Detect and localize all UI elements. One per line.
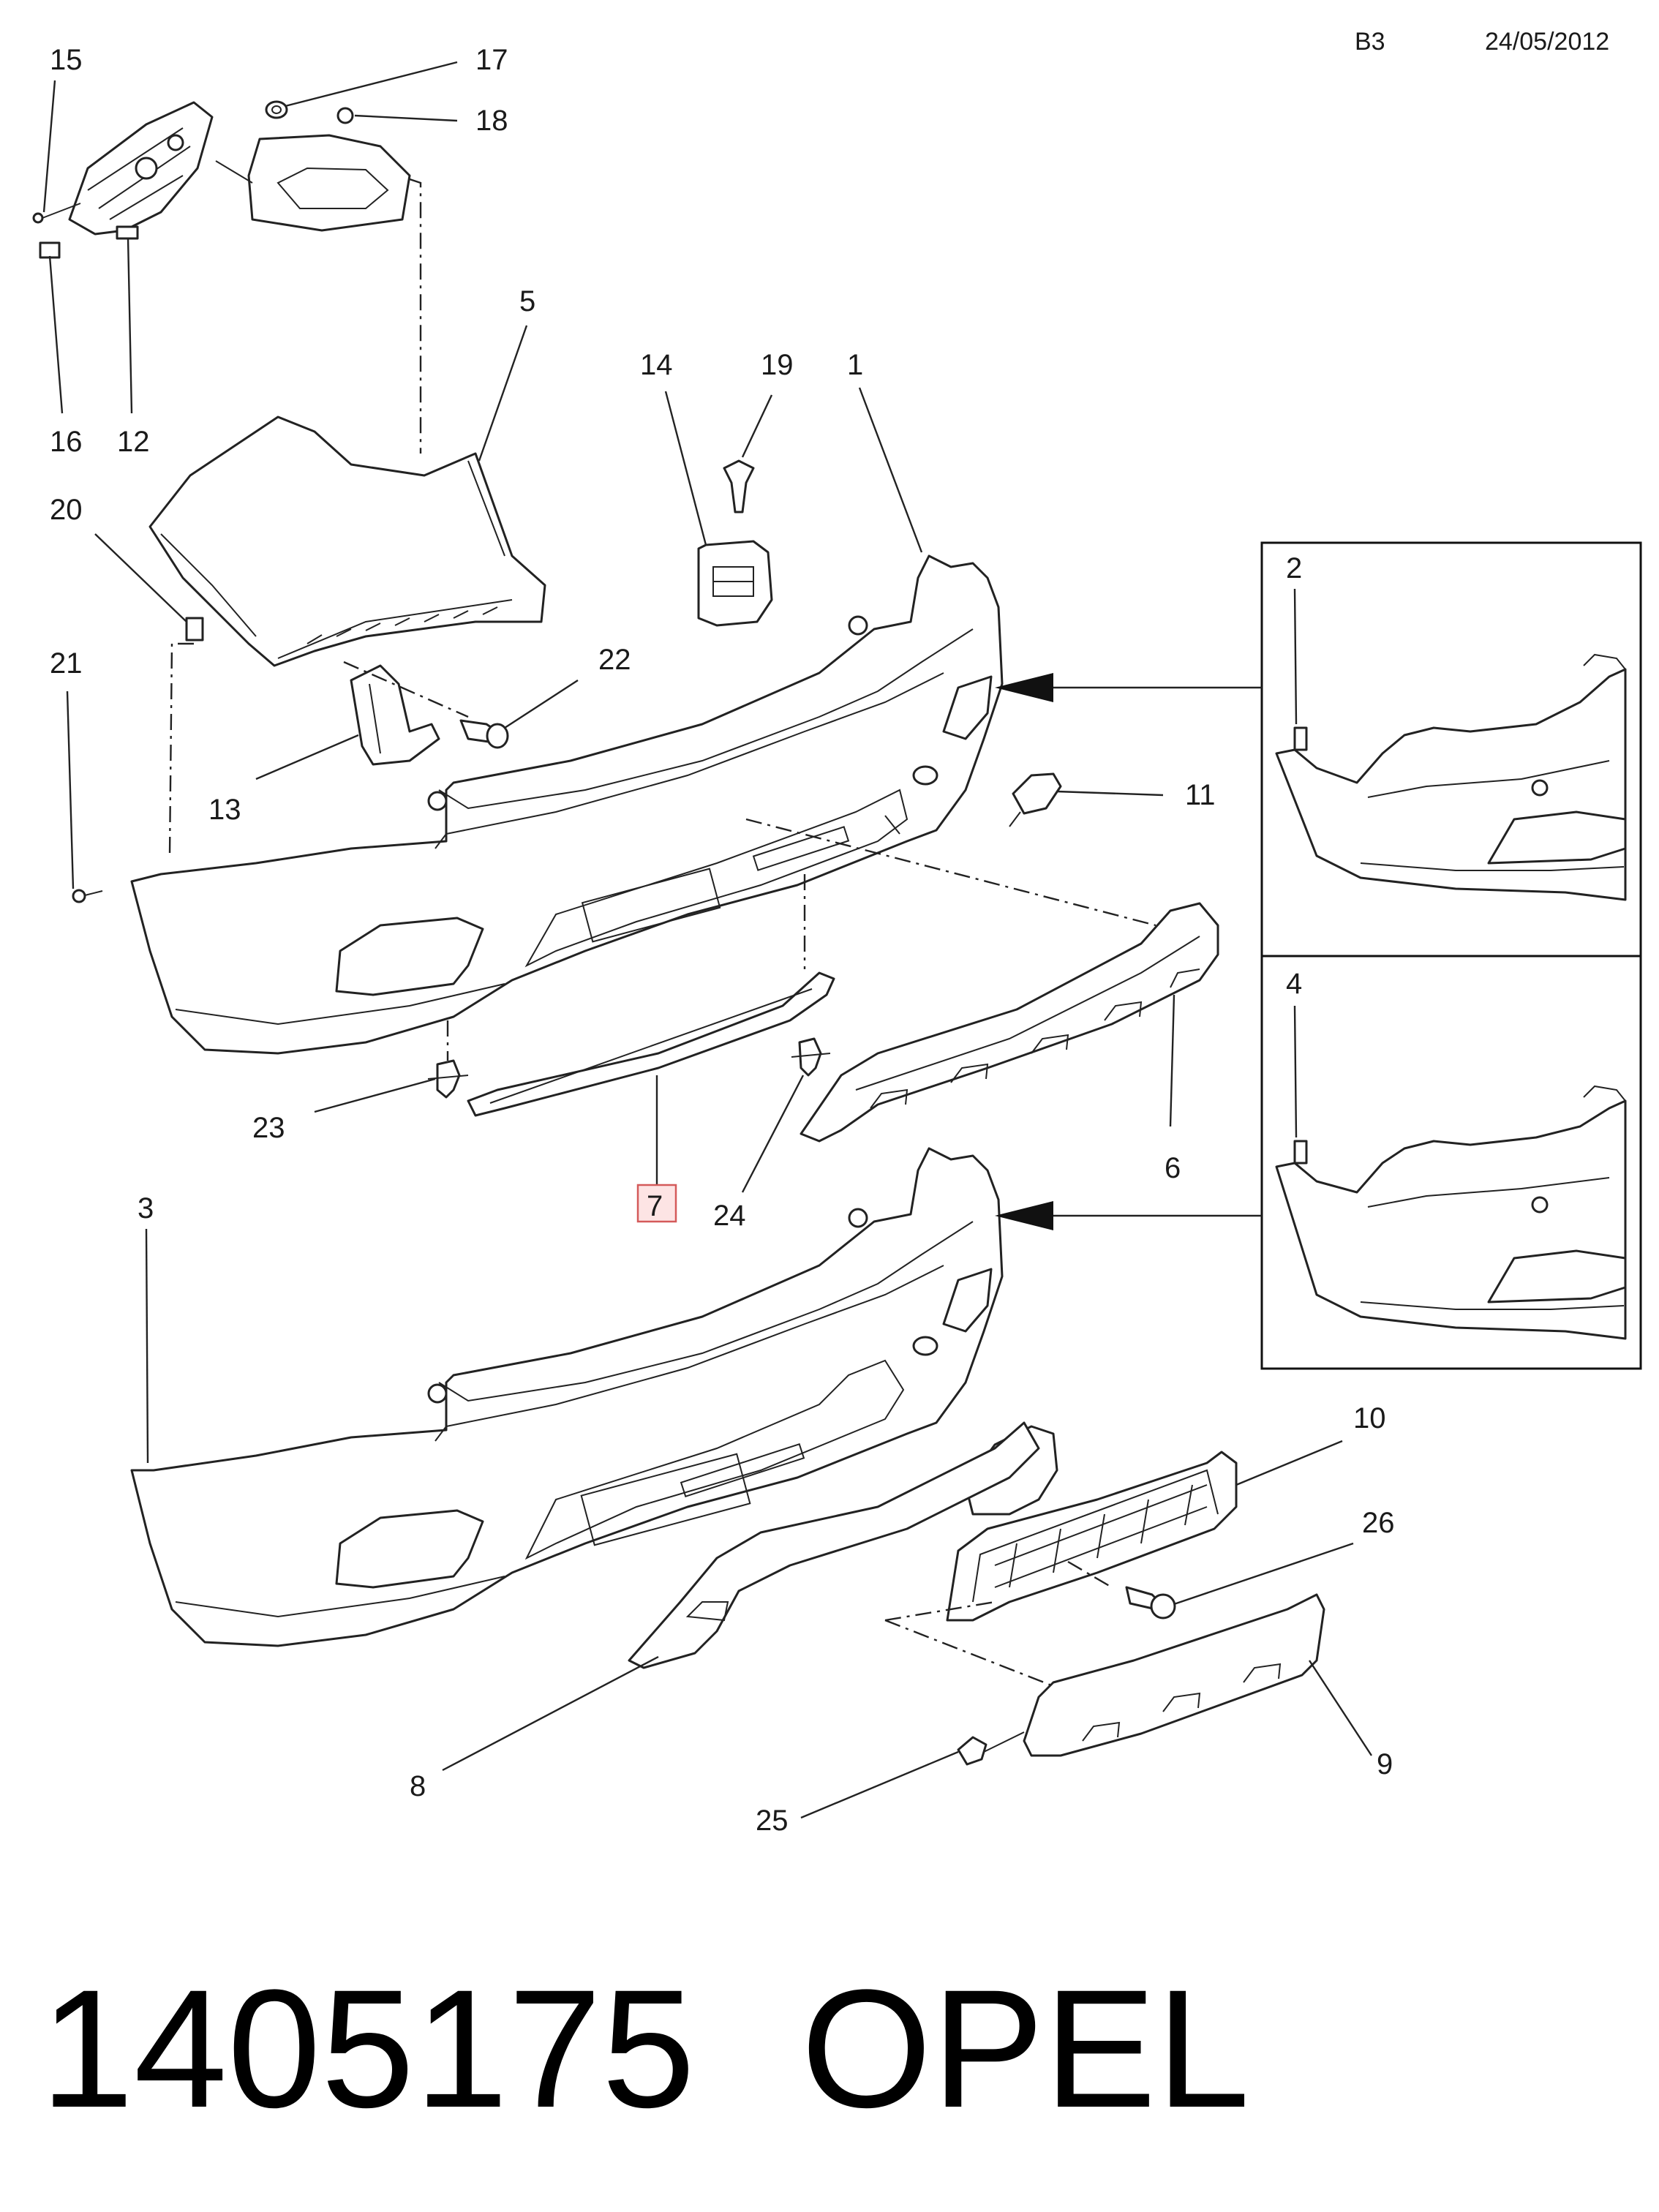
callout-23: 23 [252, 1112, 285, 1144]
part-bracket-12[interactable] [68, 101, 214, 240]
callout-13: 13 [208, 794, 241, 826]
part-bracket-13[interactable] [350, 664, 440, 766]
callout-2: 2 [1286, 552, 1302, 584]
part-side-bracket-5[interactable] [148, 415, 546, 667]
part-screw-15[interactable] [32, 203, 81, 224]
callout-7-highlight [636, 1184, 677, 1223]
section-code: B3 [1355, 28, 1385, 56]
arrow-to-inset-4 [995, 1201, 1262, 1230]
callout-17: 17 [475, 44, 508, 76]
callout-7: 7 [647, 1190, 663, 1222]
inset-variant-4[interactable] [1275, 1085, 1627, 1340]
part-number: 1405175 [40, 1955, 695, 2143]
callout-4: 4 [1286, 968, 1302, 1000]
part-push-nut-18[interactable] [336, 107, 354, 124]
arrow-to-inset-2 [995, 673, 1262, 702]
callout-16: 16 [50, 426, 83, 458]
part-nut-17[interactable] [265, 100, 288, 119]
callout-25: 25 [756, 1805, 789, 1837]
callout-12: 12 [117, 426, 150, 458]
inset-panel [1260, 541, 1642, 1370]
callout-21: 21 [50, 647, 83, 680]
callout-14: 14 [640, 349, 673, 381]
part-skid-plate-9[interactable] [1023, 1593, 1325, 1757]
inset-variant-2[interactable] [1275, 653, 1627, 901]
part-fastener-25[interactable] [957, 1731, 1025, 1766]
callout-22: 22 [598, 644, 631, 676]
brand-name: OPEL [801, 1955, 1250, 2143]
callout-8: 8 [410, 1770, 426, 1802]
part-clip-16[interactable] [39, 241, 61, 259]
part-screw-26[interactable] [1125, 1586, 1176, 1620]
part-carrier-10[interactable] [946, 1451, 1238, 1622]
callout-5: 5 [519, 285, 535, 317]
callout-24: 24 [713, 1200, 746, 1232]
callout-26: 26 [1362, 1507, 1395, 1539]
callout-3: 3 [138, 1192, 154, 1224]
part-clip-20[interactable] [185, 617, 204, 642]
part-diffuser-8[interactable] [628, 1421, 1040, 1669]
part-diffuser-6[interactable] [800, 902, 1219, 1143]
part-screw-21[interactable] [72, 889, 103, 903]
leader-lines [42, 61, 1373, 1819]
part-reinforcement-7[interactable] [467, 971, 835, 1117]
diagram-date: 24/05/2012 [1485, 28, 1609, 56]
callout-9: 9 [1377, 1748, 1393, 1780]
part-bracket-14[interactable] [697, 540, 773, 627]
callout-20: 20 [50, 494, 83, 526]
callout-1: 1 [847, 349, 863, 381]
part-rear-bumper-1[interactable] [130, 554, 1004, 1055]
part-clip-24[interactable] [791, 1037, 831, 1077]
part-bolt-22[interactable] [459, 719, 509, 749]
part-cover-11[interactable] [1009, 772, 1062, 827]
callout-18: 18 [475, 105, 508, 137]
callout-6: 6 [1165, 1152, 1181, 1184]
part-clip-19[interactable] [723, 459, 755, 514]
part-rear-bumper-3[interactable] [130, 1147, 1058, 1647]
callout-10: 10 [1353, 1402, 1386, 1434]
callout-11: 11 [1185, 779, 1216, 811]
callout-19: 19 [761, 349, 794, 381]
part-lamp-housing[interactable] [215, 134, 411, 232]
callout-15: 15 [50, 44, 83, 76]
